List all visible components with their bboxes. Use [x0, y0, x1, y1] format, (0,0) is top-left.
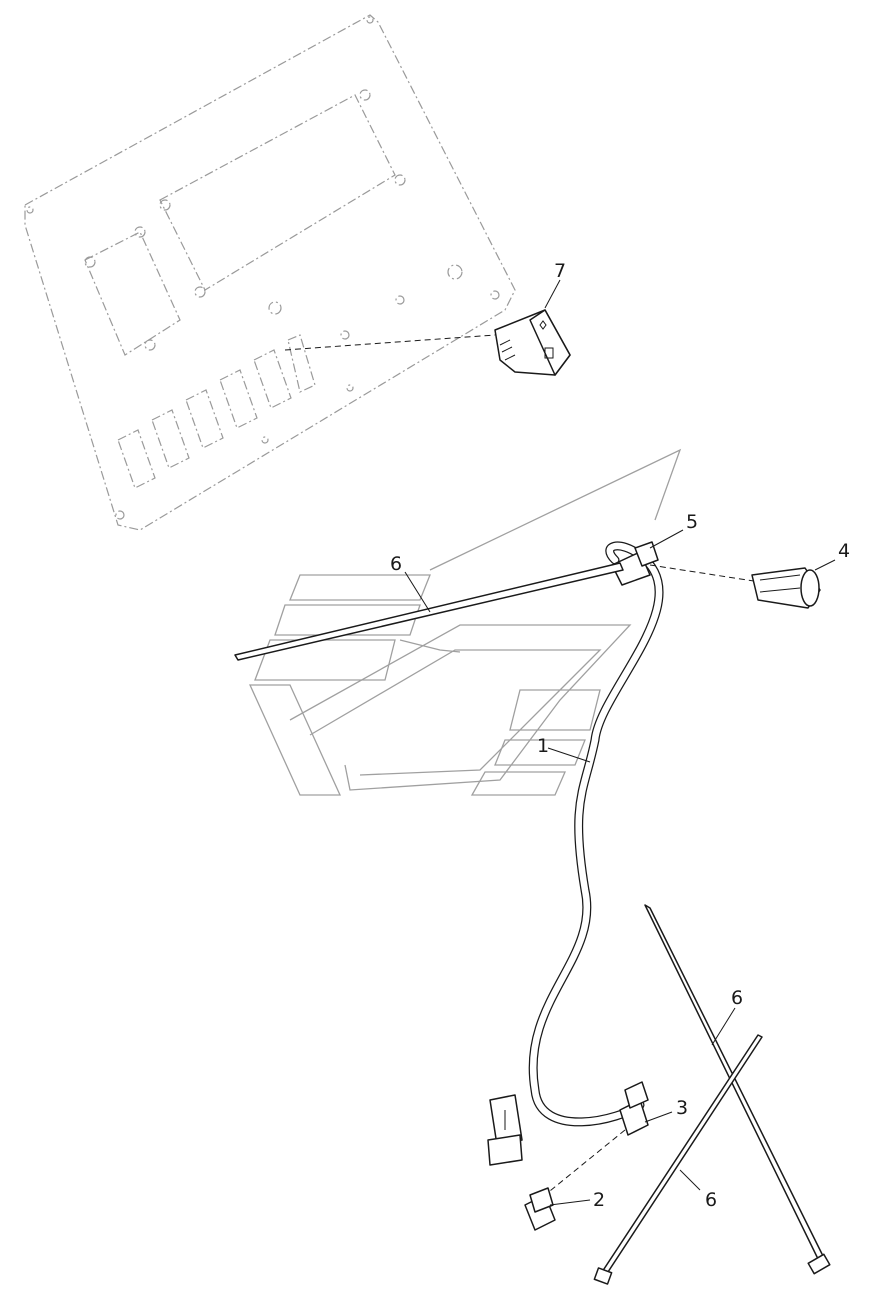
connector-4-install-line [649, 564, 761, 583]
callout-connector-harness-upper: 5 [686, 511, 698, 533]
background-ghost-outline [248, 448, 682, 796]
rocker-switch-part [494, 309, 571, 376]
switch-connector-part [751, 567, 821, 609]
connector-2-install-line [544, 1129, 626, 1196]
upper-cable-tie-part [234, 562, 624, 661]
callout-connector-harness-lower: 3 [676, 1097, 688, 1119]
dash-panel-phantom [24, 14, 516, 531]
loose-connector-part [524, 1187, 556, 1231]
wire-harness-part [528, 541, 664, 1127]
switch-install-line [284, 334, 496, 351]
callout-connector-lower: 2 [593, 1189, 605, 1211]
callout-cable-tie-upper: 6 [390, 553, 402, 575]
lower-harness-connector-part [619, 1081, 649, 1136]
callout-harness: 1 [537, 735, 549, 757]
lower-cable-tie-part [593, 1034, 763, 1285]
callout-cable-tie-lower: 6 [705, 1189, 717, 1211]
upper-harness-connector-part [611, 541, 659, 586]
callout-leaders [404, 279, 836, 1206]
right-cable-tie-part [644, 904, 831, 1275]
callout-rocker-switch: 7 [554, 260, 566, 282]
callout-switch-connector: 4 [838, 540, 850, 562]
terminal-plug-part [487, 1094, 523, 1166]
callout-cable-tie-right: 6 [731, 987, 743, 1009]
